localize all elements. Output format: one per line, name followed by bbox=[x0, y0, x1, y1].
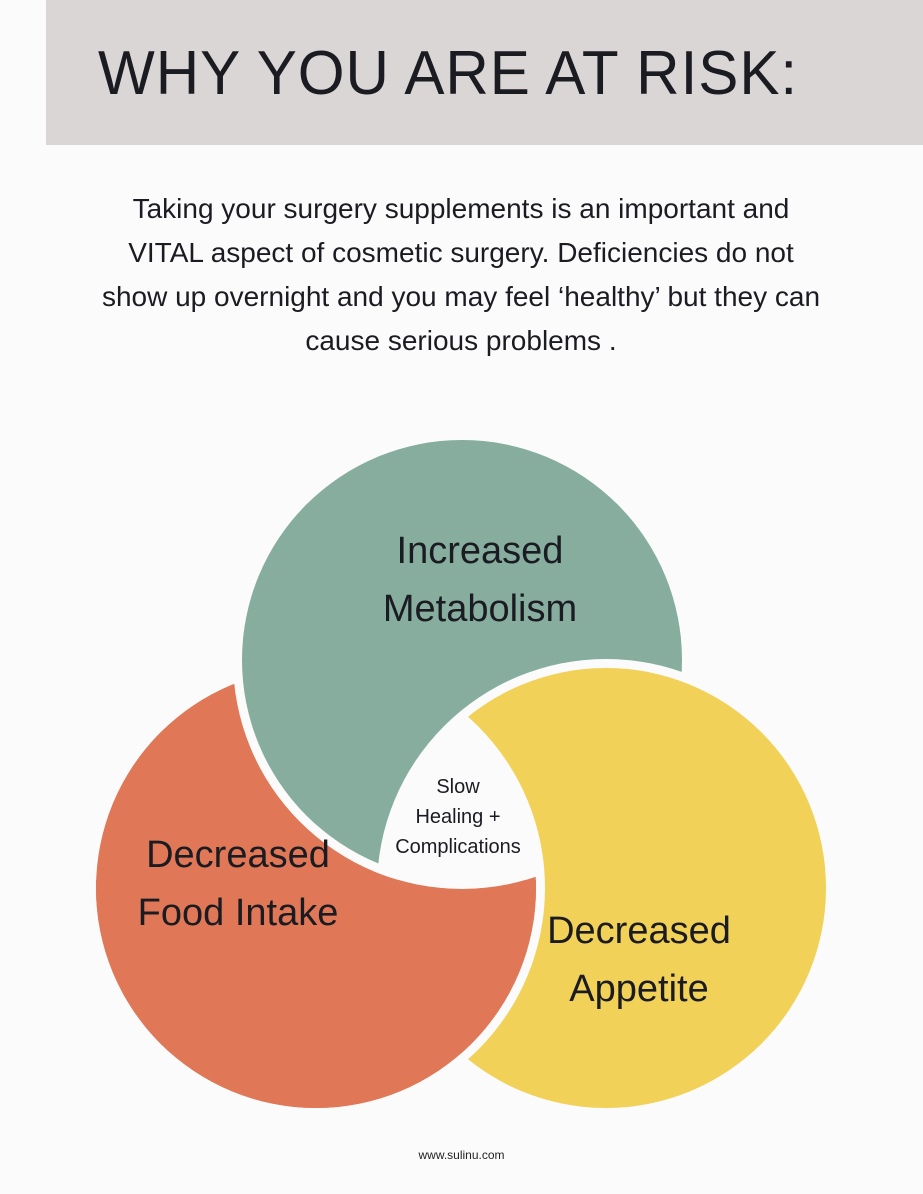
label-food-intake-line2: Food Intake bbox=[137, 892, 339, 934]
label-appetite-line1: Decreased bbox=[547, 910, 731, 952]
label-metabolism-line1: Increased bbox=[396, 530, 564, 572]
center-label-line1: Slow bbox=[436, 776, 480, 798]
center-label: Slow Healing + Complications bbox=[378, 772, 538, 862]
intro-paragraph: Taking your surgery supplements is an im… bbox=[101, 193, 821, 356]
footer-url: www.sulinu.com bbox=[418, 1148, 505, 1162]
label-metabolism: Increased Metabolism bbox=[330, 522, 630, 638]
center-label-line2: Healing + bbox=[415, 806, 501, 828]
label-food-intake-line1: Decreased bbox=[146, 834, 330, 876]
label-metabolism-line2: Metabolism bbox=[382, 588, 578, 630]
label-food-intake: Decreased Food Intake bbox=[88, 826, 388, 942]
label-appetite: Decreased Appetite bbox=[489, 902, 789, 1018]
center-label-line3: Complications bbox=[395, 836, 521, 858]
label-appetite-line2: Appetite bbox=[569, 968, 709, 1010]
header-banner bbox=[46, 0, 923, 145]
page-title: WHY YOU ARE AT RISK: bbox=[98, 39, 799, 108]
